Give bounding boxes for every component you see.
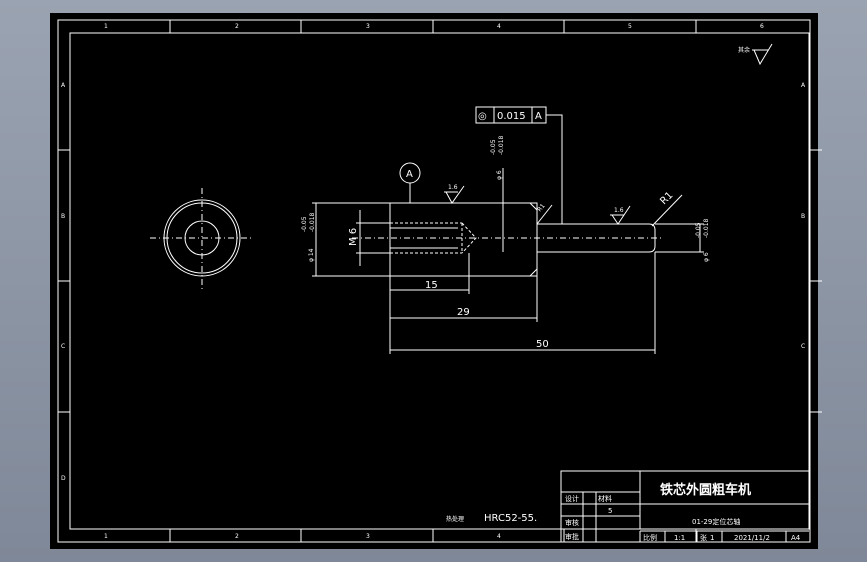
zone-col-1-bottom: 1 [104, 533, 108, 540]
length-29-text: 29 [457, 307, 470, 318]
zone-col-3: 3 [366, 23, 370, 30]
drawing-date: 2021/11/2 [734, 534, 770, 542]
zone-col-2-bottom: 2 [235, 533, 239, 540]
zone-col-4: 4 [497, 23, 501, 30]
zone-col-3-bottom: 3 [366, 533, 370, 540]
dimension-thread: M 6 [348, 210, 390, 266]
thread-text: M 6 [348, 228, 359, 246]
note-value: HRC52-55. [484, 513, 537, 524]
end-diameter-text: φ 6 [703, 252, 710, 262]
roughness-mark-2: 1.6 [610, 205, 631, 225]
approve-label: 审批 [565, 532, 579, 541]
check-label: 审核 [565, 518, 579, 527]
zone-row-b-right: B [801, 213, 805, 220]
sheet-value: 1 [710, 534, 714, 542]
end-view [150, 188, 254, 290]
design-label: 设计 [565, 494, 579, 503]
dimension-length-15: 15 [389, 253, 470, 354]
radius-1-text: R1 [536, 203, 547, 214]
project-title: 铁芯外圆粗车机 [659, 482, 751, 498]
roughness-2-value: 1.6 [614, 207, 624, 214]
dimension-end-diameter: φ 6 -0.05 -0.018 [655, 218, 710, 262]
heat-treatment-note: 热处理 HRC52-55. [446, 513, 537, 524]
mid-diameter-text: φ 6 [496, 170, 503, 180]
datum-marker: A [399, 162, 421, 203]
dimension-length-29: 29 [390, 276, 538, 322]
drawing-name: 01-29定位芯轴 [692, 517, 740, 526]
datum-marker-label: A [406, 169, 413, 180]
dimension-mid-diameter: φ 6 -0.05 -0.018 [490, 135, 505, 252]
zone-grid-sides: A B C D A B C [58, 82, 822, 482]
zone-row-a: A [61, 82, 66, 89]
zone-row-b: B [61, 213, 65, 220]
dimension-length-50: 50 [390, 252, 656, 354]
dimension-outer-diameter: φ 14 -0.05 -0.018 [301, 202, 390, 277]
zone-col-2: 2 [235, 23, 239, 30]
zone-col-6: 6 [760, 23, 764, 30]
zone-grid-top: 1 2 3 4 5 6 [104, 20, 764, 33]
end-diameter-tol-lower: -0.018 [703, 218, 710, 238]
mid-diameter-tol-lower: -0.018 [498, 135, 505, 155]
tolerance-datum: A [535, 111, 542, 122]
roughness-mark-1: 1.6 [444, 184, 465, 204]
end-diameter-tol-upper: -0.05 [695, 222, 702, 238]
scale-value: 1:1 [674, 534, 685, 542]
concentricity-symbol: ◎ [478, 111, 487, 122]
scale-label: 比例 [643, 533, 657, 542]
zone-row-a-right: A [801, 82, 806, 89]
corner-roughness-label: 其余 [738, 46, 750, 54]
paper [50, 13, 818, 549]
zone-grid-bottom: 1 2 3 4 [104, 529, 697, 542]
zone-col-5: 5 [628, 23, 632, 30]
sheet-size: A4 [791, 534, 801, 542]
note-label: 热处理 [446, 515, 464, 523]
length-15-text: 15 [425, 280, 438, 291]
outer-diameter-tol-upper: -0.05 [301, 216, 308, 232]
zone-row-c: C [61, 343, 65, 350]
roughness-1-value: 1.6 [448, 184, 458, 191]
zone-col-4-bottom: 4 [497, 533, 501, 540]
title-block: 铁芯外圆粗车机 01-29定位芯轴 设计 材料 5 审核 审批 比例 1:1 张… [560, 470, 810, 542]
geometric-tolerance-frame: ◎ 0.015 A [475, 106, 563, 224]
zone-row-c-right: C [801, 343, 805, 350]
shaft-profile [352, 202, 662, 277]
outer-diameter-text: φ 14 [308, 248, 315, 262]
mid-diameter-tol-upper: -0.05 [490, 139, 497, 155]
zone-row-d: D [61, 475, 66, 482]
roughness-symbol-icon: 其余 [738, 43, 773, 66]
radius-callout-1: R1 [536, 203, 553, 225]
quantity-value: 5 [608, 507, 612, 515]
zone-col-1: 1 [104, 23, 108, 30]
sheet-label: 张 [700, 533, 707, 542]
outer-diameter-tol-lower: -0.018 [309, 212, 316, 232]
length-50-text: 50 [536, 339, 549, 350]
tolerance-value: 0.015 [497, 111, 526, 122]
material-label: 材料 [598, 494, 612, 503]
